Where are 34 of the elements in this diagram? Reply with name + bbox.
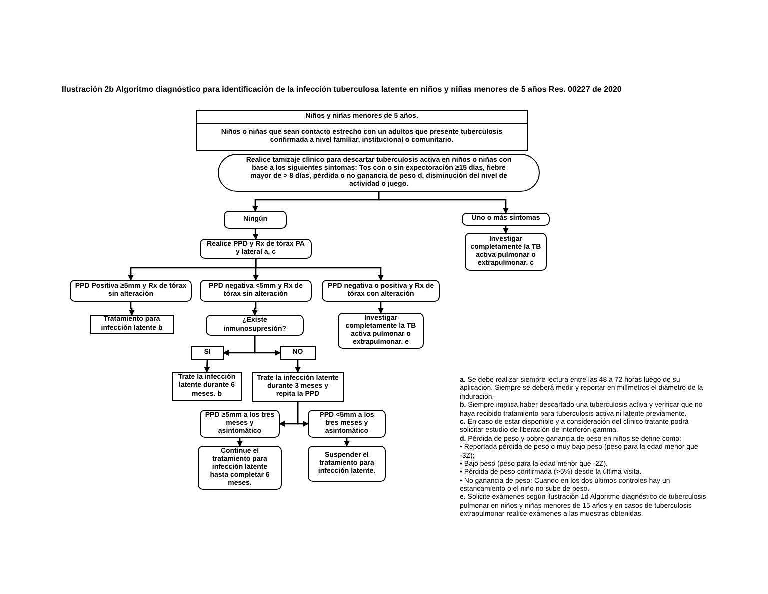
process-box — [462, 213, 550, 226]
process-box — [191, 346, 224, 360]
process-box — [172, 372, 242, 401]
arrow — [297, 402, 309, 427]
arrow — [129, 302, 135, 316]
arrow — [252, 228, 259, 240]
process-box — [252, 372, 344, 402]
process-box — [200, 410, 280, 438]
process-box — [338, 313, 424, 349]
arrow — [252, 302, 258, 316]
process-box — [70, 280, 192, 302]
process-box — [200, 280, 312, 302]
process-box — [465, 233, 547, 271]
arrow — [378, 302, 384, 314]
process-box — [308, 446, 386, 482]
diagram-title: Ilustración 2b Algoritmo diagnóstico para identificación de la infección tuberculosa latente en niños y niñas menores de 5 años Res. 00227 de 2020 — [62, 84, 622, 96]
process-box — [200, 239, 312, 259]
arrow — [378, 192, 509, 214]
arrow — [255, 259, 384, 281]
arrow — [254, 336, 281, 356]
process-box — [198, 446, 282, 490]
process-box — [308, 410, 386, 438]
rounded-process-box — [218, 154, 540, 192]
arrow — [237, 438, 243, 447]
arrow — [344, 438, 350, 447]
arrow — [295, 360, 301, 373]
process-box — [224, 211, 287, 229]
process-box — [322, 280, 440, 302]
process-box — [90, 315, 174, 334]
process-box — [206, 315, 304, 336]
arrow — [503, 226, 509, 234]
process-box — [280, 346, 316, 360]
arrow — [204, 360, 210, 373]
header-box — [196, 110, 528, 151]
